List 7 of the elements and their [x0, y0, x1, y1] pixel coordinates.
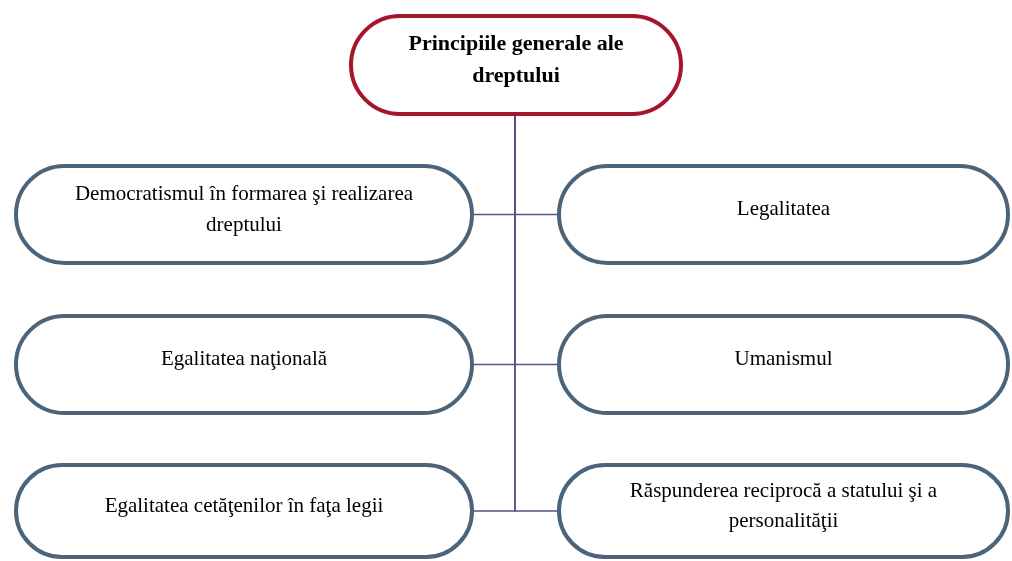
box-label: Legalitatea	[736, 195, 831, 223]
box-label: Egalitatea cetăţenilor în faţa legii	[104, 491, 384, 519]
box-label: Umanismul	[734, 345, 833, 373]
box-label: Democratismul în formarea şi realizarea dreptului	[73, 180, 415, 238]
box-label: Răspunderea reciprocă a statului şi a personalităţii	[628, 476, 939, 534]
box-label: Principiile generale ale dreptului	[407, 29, 625, 89]
box-label: Egalitatea naţională	[160, 345, 328, 373]
